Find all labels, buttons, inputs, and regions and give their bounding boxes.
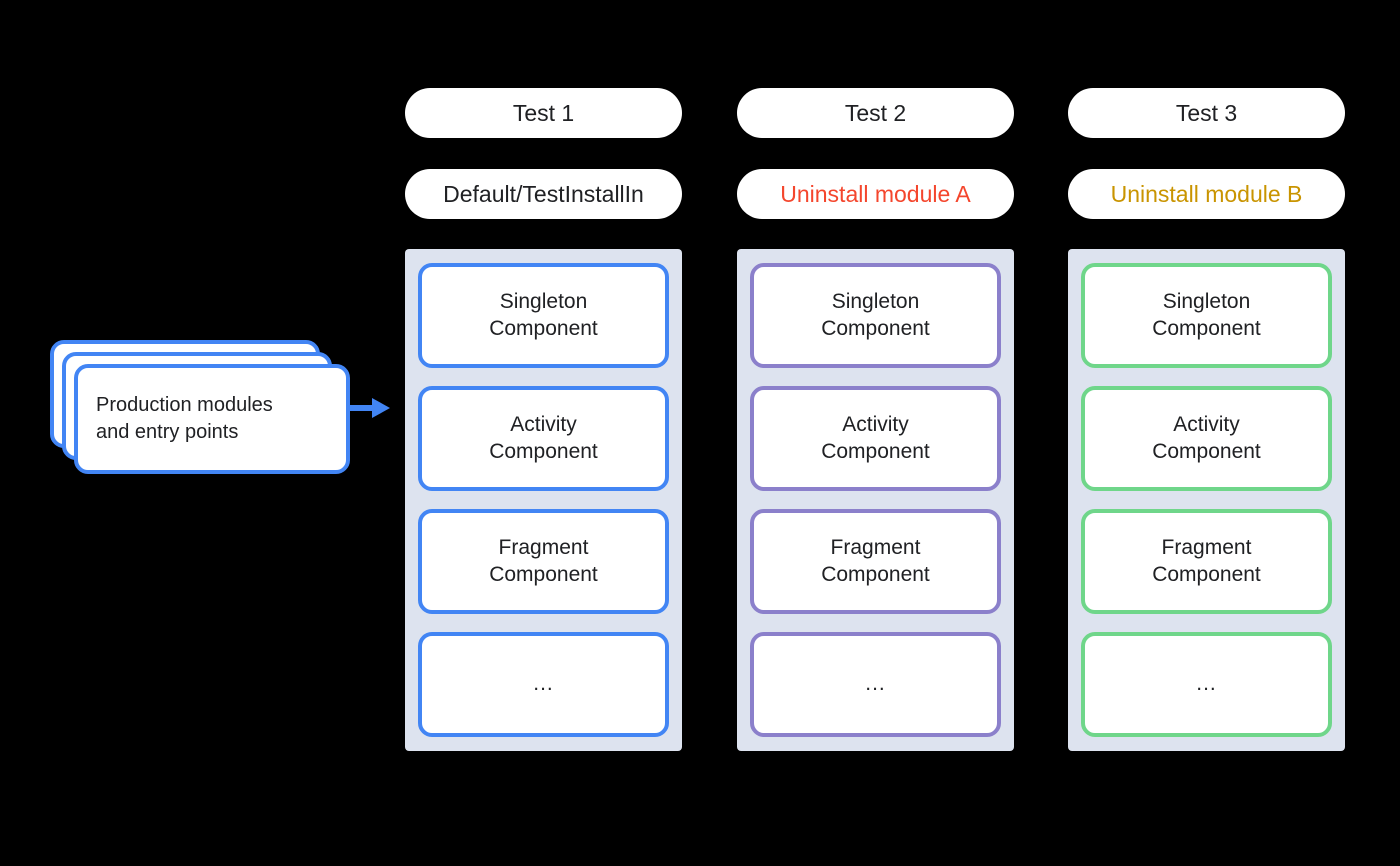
component-box: Activity Component xyxy=(1081,386,1332,491)
component-panel-3: Singleton Component Activity Component F… xyxy=(1068,249,1345,751)
flow-arrow-icon xyxy=(348,396,392,420)
test-subtitle-3: Uninstall module B xyxy=(1110,180,1303,207)
component-label: Fragment Component xyxy=(489,535,598,586)
component-box: Singleton Component xyxy=(750,263,1001,368)
test-title-pill-2: Test 2 xyxy=(737,88,1014,138)
component-label: Singleton Component xyxy=(1152,289,1261,340)
test-title-pill-1: Test 1 xyxy=(405,88,682,138)
component-label-ellipsis: ... xyxy=(1196,672,1217,696)
test-column-3: Test 3 Uninstall module B Singleton Comp… xyxy=(1068,88,1345,751)
test-subtitle-pill-3: Uninstall module B xyxy=(1068,169,1345,219)
test-title-3: Test 3 xyxy=(1175,99,1238,126)
component-label: Activity Component xyxy=(489,412,598,463)
test-title-1: Test 1 xyxy=(512,99,575,126)
component-label-ellipsis: ... xyxy=(533,672,554,696)
component-label: Fragment Component xyxy=(821,535,930,586)
test-subtitle-2: Uninstall module A xyxy=(780,180,971,207)
test-column-1: Test 1 Default/TestInstallIn Singleton C… xyxy=(405,88,682,751)
component-label: Singleton Component xyxy=(821,289,930,340)
test-column-2: Test 2 Uninstall module A Singleton Comp… xyxy=(737,88,1014,751)
component-box-more: ... xyxy=(750,632,1001,737)
stack-card-front: Production modules and entry points xyxy=(74,364,350,474)
component-box: Activity Component xyxy=(418,386,669,491)
component-box: Fragment Component xyxy=(1081,509,1332,614)
test-subtitle-pill-2: Uninstall module A xyxy=(737,169,1014,219)
component-panel-2: Singleton Component Activity Component F… xyxy=(737,249,1014,751)
test-subtitle-1: Default/TestInstallIn xyxy=(443,180,644,207)
production-modules-stack: Production modules and entry points xyxy=(50,340,350,475)
component-label: Activity Component xyxy=(821,412,930,463)
component-box-more: ... xyxy=(1081,632,1332,737)
component-label: Activity Component xyxy=(1152,412,1261,463)
component-box: Singleton Component xyxy=(418,263,669,368)
component-box: Activity Component xyxy=(750,386,1001,491)
component-box-more: ... xyxy=(418,632,669,737)
test-title-pill-3: Test 3 xyxy=(1068,88,1345,138)
component-box: Fragment Component xyxy=(750,509,1001,614)
test-title-2: Test 2 xyxy=(844,99,907,126)
test-subtitle-pill-1: Default/TestInstallIn xyxy=(405,169,682,219)
component-box: Singleton Component xyxy=(1081,263,1332,368)
component-box: Fragment Component xyxy=(418,509,669,614)
component-label: Singleton Component xyxy=(489,289,598,340)
production-modules-label: Production modules and entry points xyxy=(96,394,273,443)
component-label: Fragment Component xyxy=(1152,535,1261,586)
component-panel-1: Singleton Component Activity Component F… xyxy=(405,249,682,751)
component-label-ellipsis: ... xyxy=(865,672,886,696)
